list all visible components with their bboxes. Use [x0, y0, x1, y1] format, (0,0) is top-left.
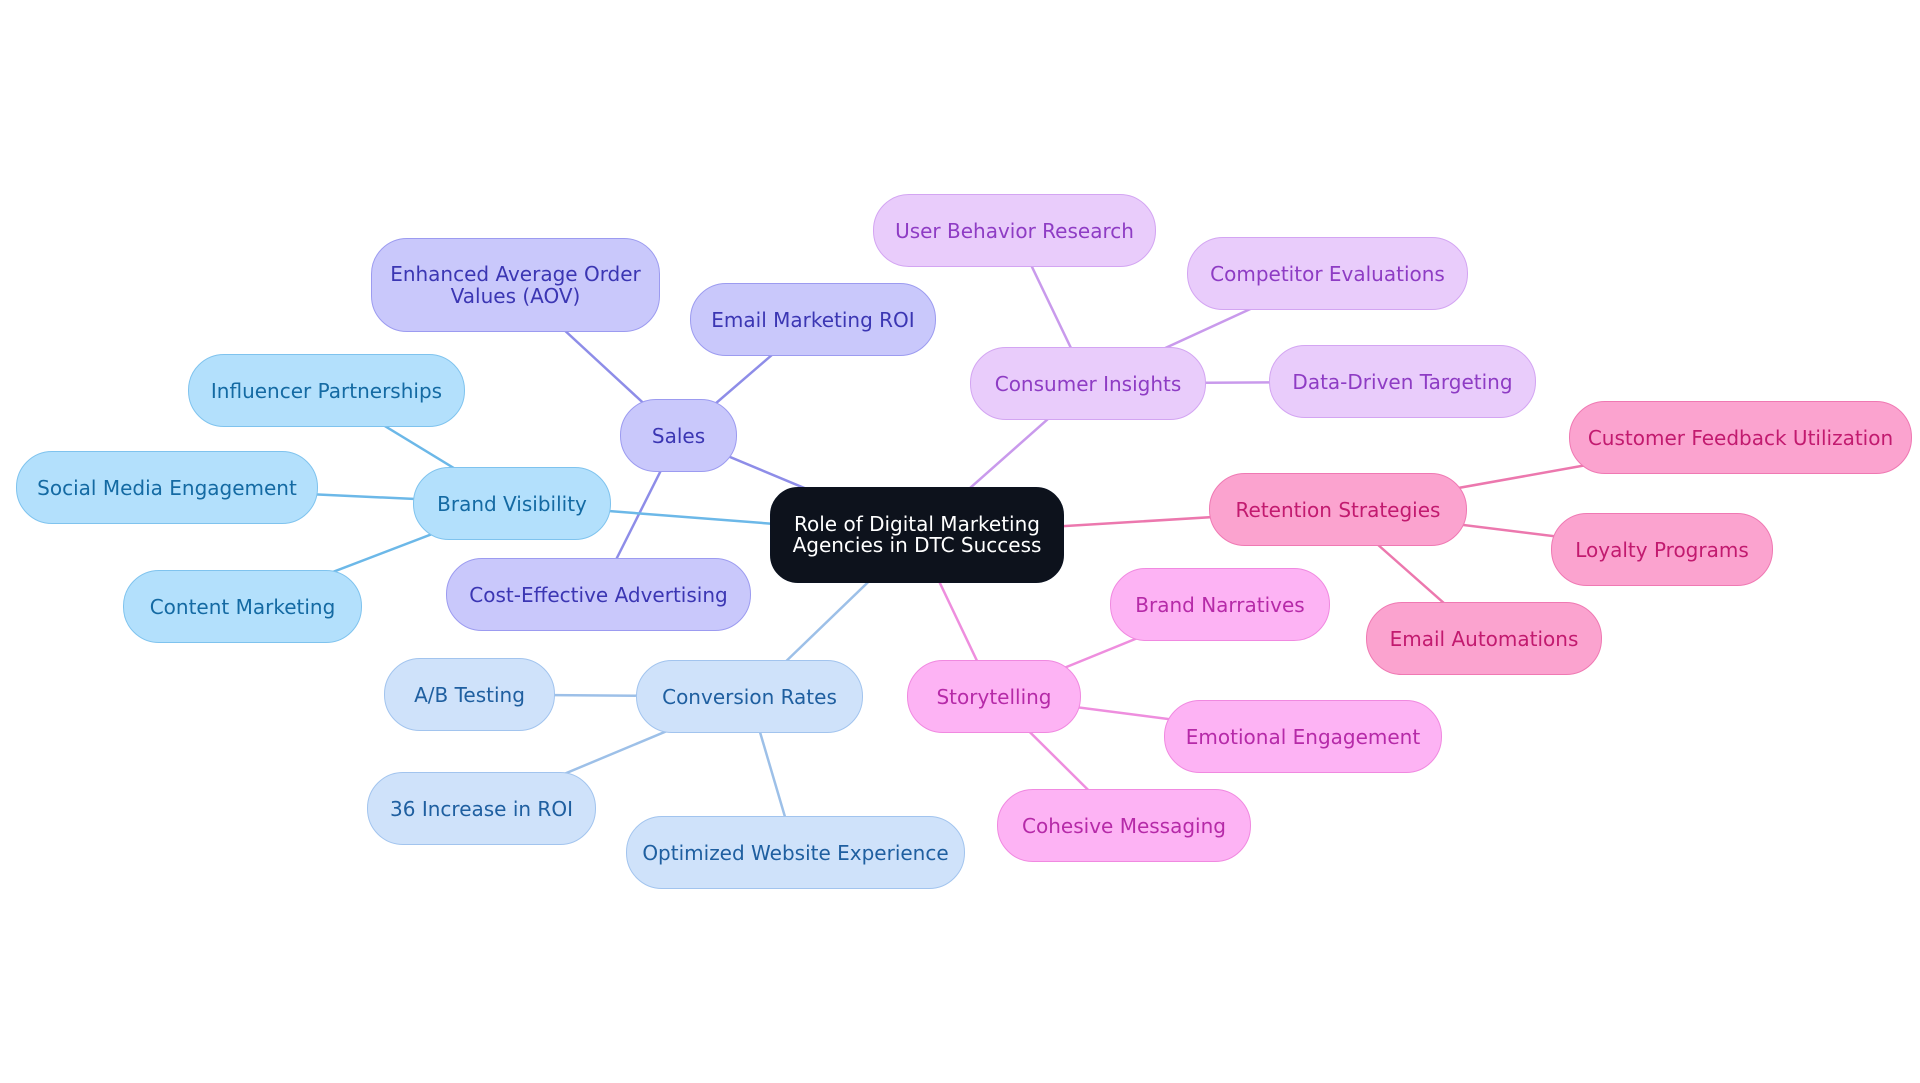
- leaf-node-optimized-website[interactable]: Optimized Website Experience: [626, 816, 965, 889]
- branch-node-storytelling[interactable]: Storytelling: [907, 660, 1081, 733]
- leaf-node-customer-feedback[interactable]: Customer Feedback Utilization: [1569, 401, 1912, 474]
- leaf-node-social-media-engagement[interactable]: Social Media Engagement: [16, 451, 318, 524]
- branch-node-sales[interactable]: Sales: [620, 399, 737, 472]
- leaf-node-ab-testing[interactable]: A/B Testing: [384, 658, 555, 731]
- branch-node-conversion-rates[interactable]: Conversion Rates: [636, 660, 863, 733]
- leaf-node-content-marketing[interactable]: Content Marketing: [123, 570, 362, 643]
- leaf-node-enhanced-aov[interactable]: Enhanced Average Order Values (AOV): [371, 238, 660, 332]
- leaf-node-email-automations[interactable]: Email Automations: [1366, 602, 1602, 675]
- leaf-node-cost-effective-advertising[interactable]: Cost-Effective Advertising: [446, 558, 751, 631]
- leaf-node-email-marketing-roi[interactable]: Email Marketing ROI: [690, 283, 936, 356]
- leaf-node-user-behavior-research[interactable]: User Behavior Research: [873, 194, 1156, 267]
- leaf-node-increase-roi[interactable]: 36 Increase in ROI: [367, 772, 596, 845]
- root-node[interactable]: Role of Digital Marketing Agencies in DT…: [770, 487, 1064, 583]
- branch-node-retention-strategies[interactable]: Retention Strategies: [1209, 473, 1467, 546]
- leaf-node-cohesive-messaging[interactable]: Cohesive Messaging: [997, 789, 1251, 862]
- leaf-node-data-driven-targeting[interactable]: Data-Driven Targeting: [1269, 345, 1536, 418]
- leaf-node-loyalty-programs[interactable]: Loyalty Programs: [1551, 513, 1773, 586]
- leaf-node-influencer-partnerships[interactable]: Influencer Partnerships: [188, 354, 465, 427]
- leaf-node-brand-narratives[interactable]: Brand Narratives: [1110, 568, 1330, 641]
- branch-node-consumer-insights[interactable]: Consumer Insights: [970, 347, 1206, 420]
- branch-node-brand-visibility[interactable]: Brand Visibility: [413, 467, 611, 540]
- leaf-node-competitor-evaluations[interactable]: Competitor Evaluations: [1187, 237, 1468, 310]
- leaf-node-emotional-engagement[interactable]: Emotional Engagement: [1164, 700, 1442, 773]
